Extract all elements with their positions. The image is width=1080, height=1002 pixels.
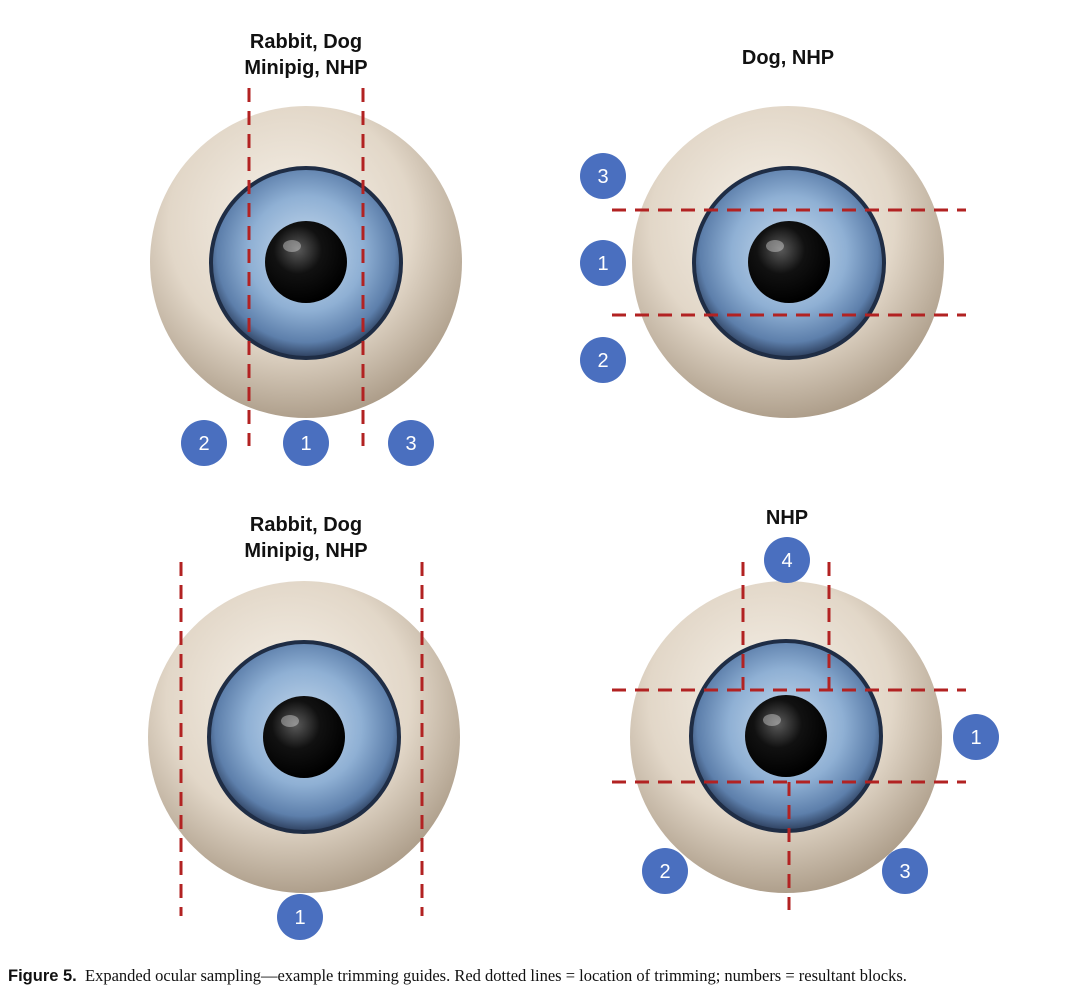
panel-top-left: Rabbit, Dog Minipig, NHP 2 1 3 — [150, 31, 462, 466]
pupil-highlight — [281, 715, 299, 727]
svg-text:3: 3 — [597, 166, 608, 188]
svg-text:1: 1 — [970, 727, 981, 749]
block-badge: 2 — [580, 337, 626, 383]
pupil — [748, 221, 830, 303]
pupil-highlight — [763, 714, 781, 726]
panel-title-line-1: NHP — [766, 507, 808, 529]
pupil — [265, 221, 347, 303]
block-badge: 4 — [764, 537, 810, 583]
block-badge: 1 — [580, 240, 626, 286]
block-badge: 2 — [642, 848, 688, 894]
pupil — [263, 696, 345, 778]
panel-bottom-left: Rabbit, Dog Minipig, NHP 1 — [148, 514, 460, 940]
block-badge: 3 — [388, 420, 434, 466]
pupil-highlight — [283, 240, 301, 252]
svg-text:1: 1 — [294, 907, 305, 929]
pupil-highlight — [766, 240, 784, 252]
svg-text:2: 2 — [198, 433, 209, 455]
svg-text:3: 3 — [405, 433, 416, 455]
block-badge: 3 — [580, 153, 626, 199]
panel-title-line-2: Minipig, NHP — [244, 540, 367, 562]
pupil — [745, 695, 827, 777]
svg-text:2: 2 — [597, 350, 608, 372]
svg-text:1: 1 — [300, 433, 311, 455]
eyeball — [150, 106, 462, 418]
block-badge: 2 — [181, 420, 227, 466]
ocular-trimming-figure: Rabbit, Dog Minipig, NHP 2 1 3 Dog, NHP — [148, 31, 999, 940]
panel-title-line-1: Dog, NHP — [742, 47, 834, 69]
eyeball — [148, 581, 460, 893]
panel-top-right: Dog, NHP 3 1 2 — [580, 47, 966, 418]
eyeball — [630, 581, 942, 893]
svg-text:1: 1 — [597, 253, 608, 275]
eyeball — [632, 106, 944, 418]
panel-title-line-1: Rabbit, Dog — [250, 31, 362, 53]
block-badge: 1 — [953, 714, 999, 760]
svg-text:2: 2 — [659, 861, 670, 883]
panel-bottom-right: NHP 4 1 2 3 — [612, 507, 999, 910]
svg-text:3: 3 — [899, 861, 910, 883]
block-badge: 1 — [277, 894, 323, 940]
block-badge: 1 — [283, 420, 329, 466]
caption-label: Figure 5. — [8, 967, 77, 985]
panel-title-line-1: Rabbit, Dog — [250, 514, 362, 536]
svg-text:4: 4 — [781, 550, 792, 572]
figure-caption: Figure 5. Expanded ocular sampling—examp… — [8, 966, 1072, 986]
panel-title-line-2: Minipig, NHP — [244, 57, 367, 79]
caption-text: Expanded ocular sampling—example trimmin… — [85, 966, 907, 985]
block-badge: 3 — [882, 848, 928, 894]
